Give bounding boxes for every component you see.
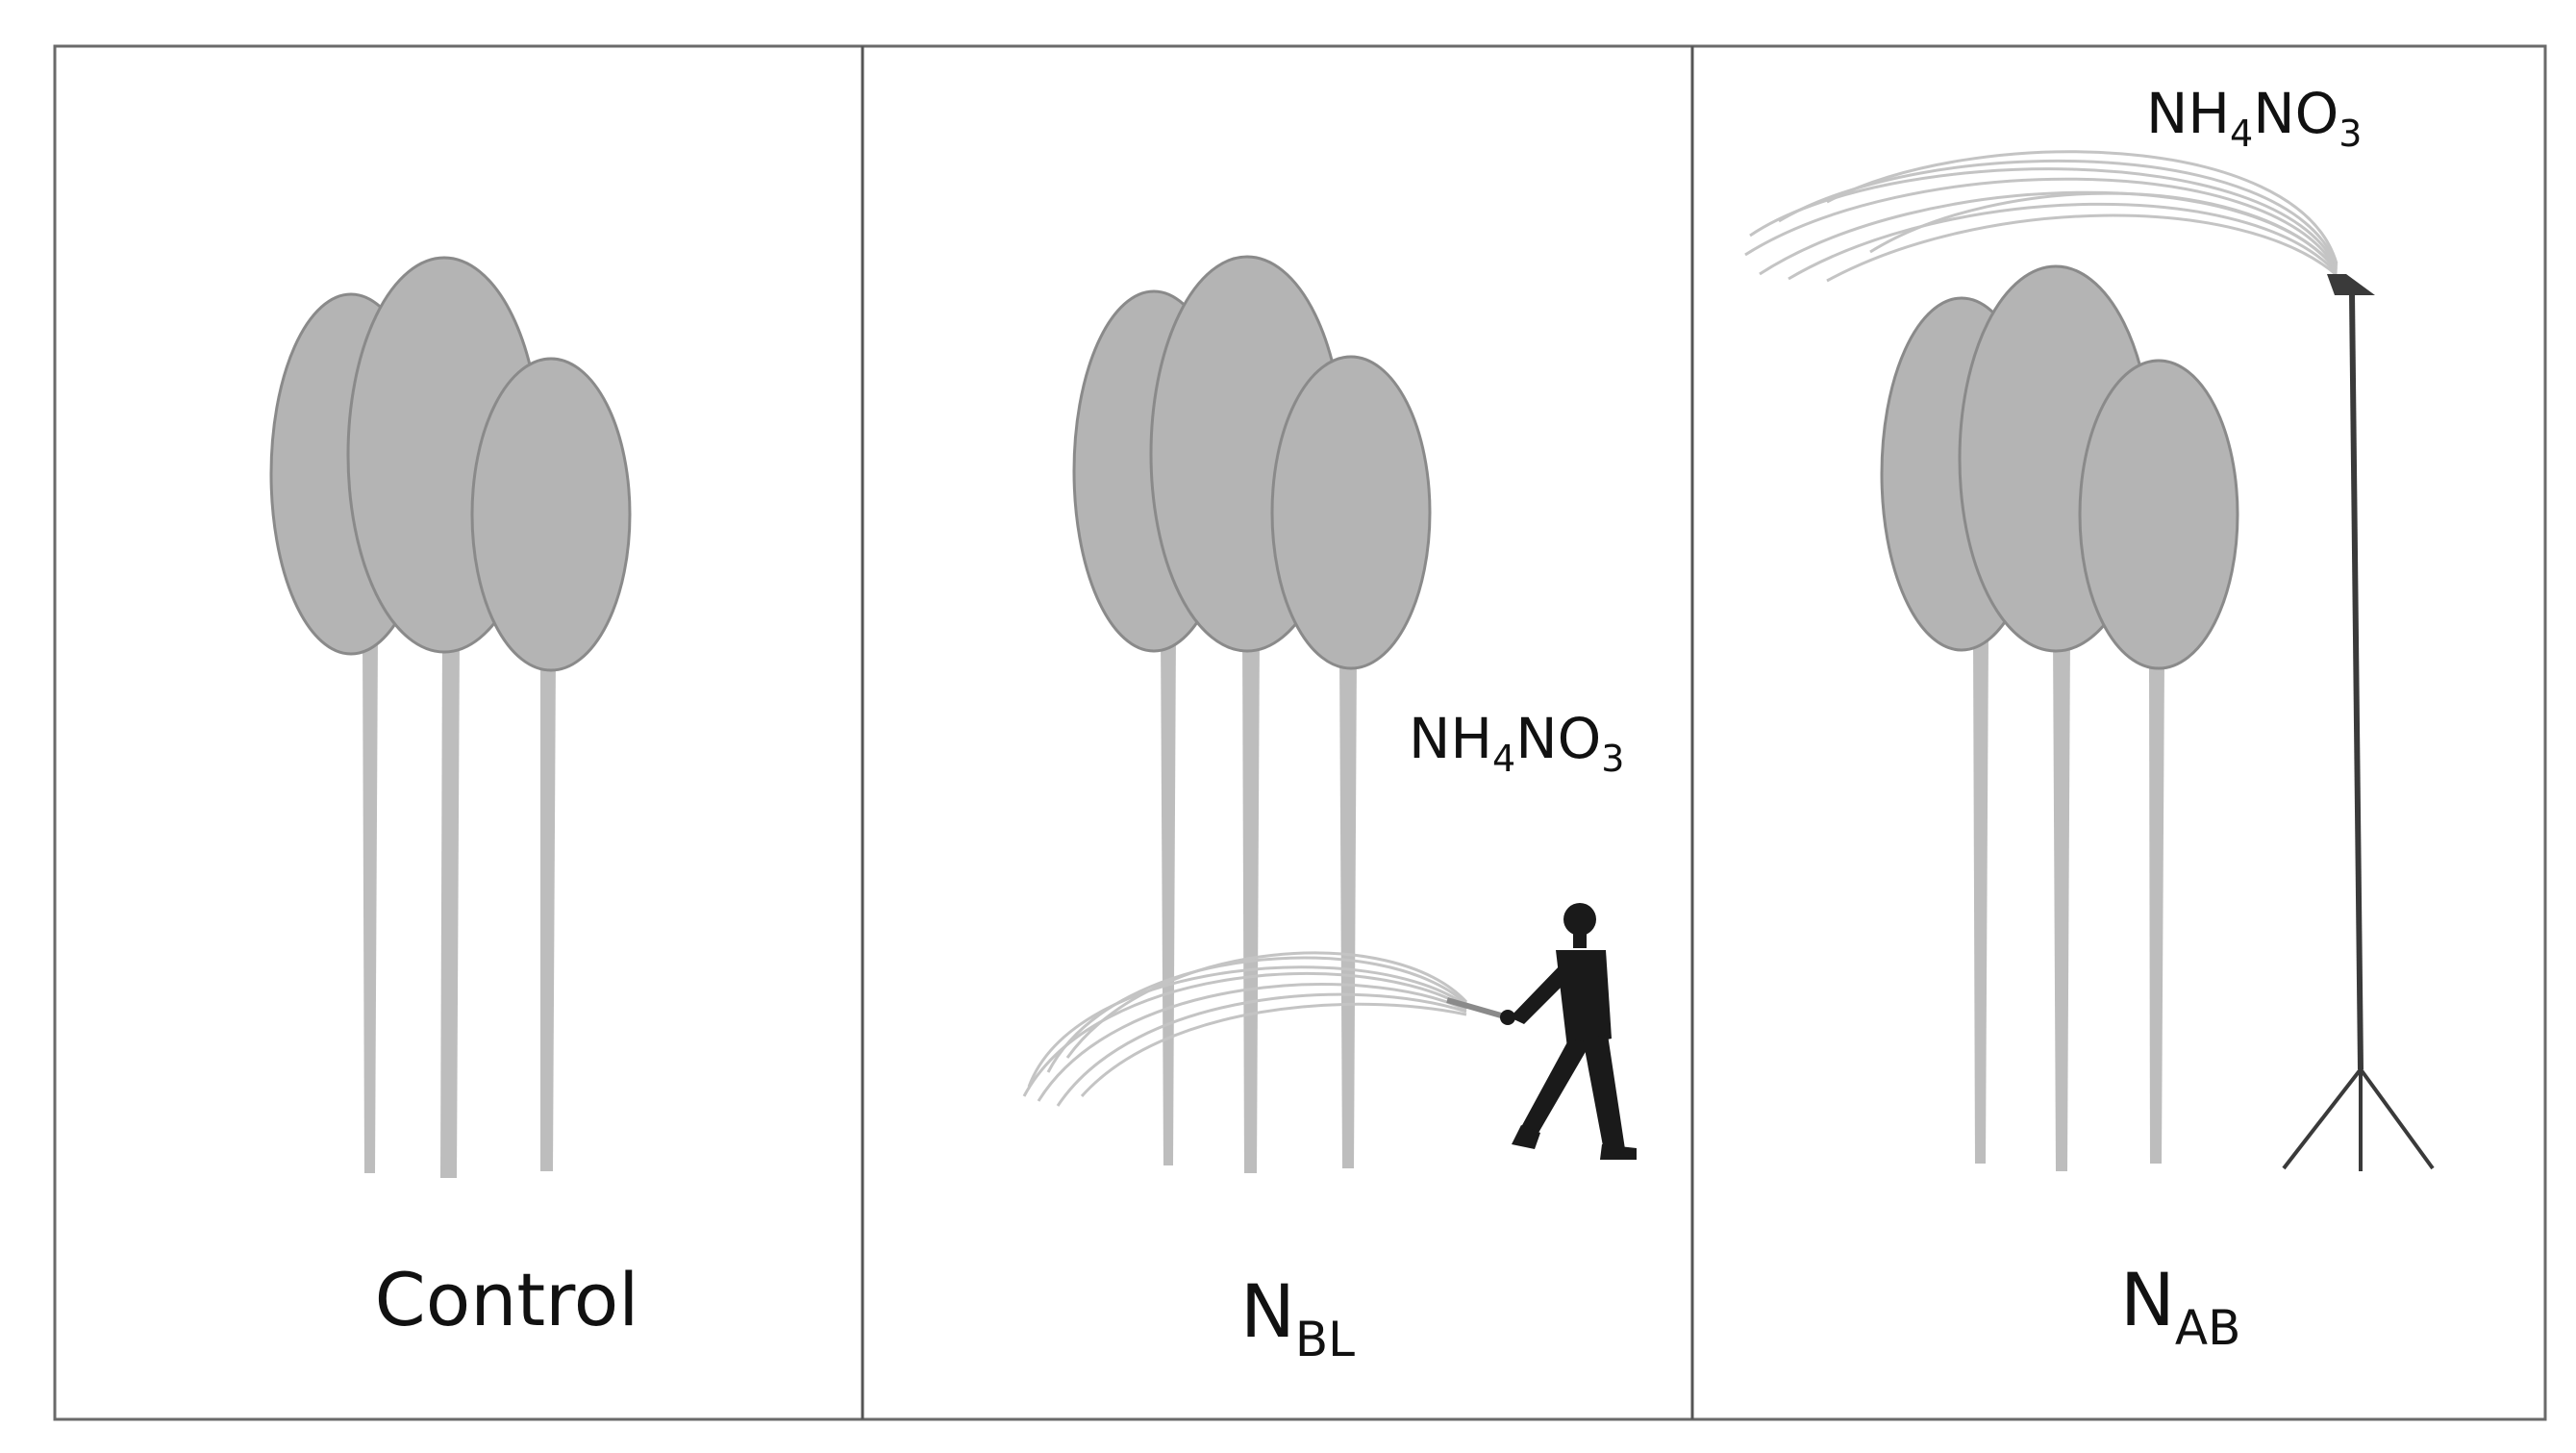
tree-cluster-icon	[1072, 255, 1432, 1173]
panel-label-nbl: NBL	[1240, 1268, 1355, 1367]
spray-lance	[1446, 997, 1509, 1020]
walking-person-spraying-icon	[1500, 903, 1637, 1160]
tree-cluster-icon	[1880, 264, 2239, 1171]
panel-nab: NH4NO3 NAB	[1744, 81, 2435, 1356]
tripod-sprinkler-icon	[2282, 274, 2435, 1171]
panel-control: Control	[269, 256, 639, 1342]
tree-crowns	[269, 256, 632, 672]
panel-nbl: NH4NO3 NBL	[1022, 255, 1637, 1367]
tree-crowns	[1072, 255, 1432, 670]
figure-frame	[53, 44, 2547, 1421]
tree-trunks	[363, 635, 556, 1178]
tree-trunks	[1973, 635, 2164, 1171]
spray-arcs-ground	[1022, 951, 1468, 1107]
spray-arcs-overhead	[1744, 150, 2338, 283]
tree-trunks	[1161, 630, 1357, 1173]
tree-cluster-icon	[269, 256, 632, 1178]
chemical-label-nbl: NH4NO3	[1409, 706, 1624, 780]
tree-crowns	[1880, 264, 2239, 670]
chemical-label-nab: NH4NO3	[2146, 81, 2362, 155]
panel-label-control: Control	[375, 1257, 639, 1342]
panel-label-nab: NAB	[2120, 1257, 2240, 1356]
